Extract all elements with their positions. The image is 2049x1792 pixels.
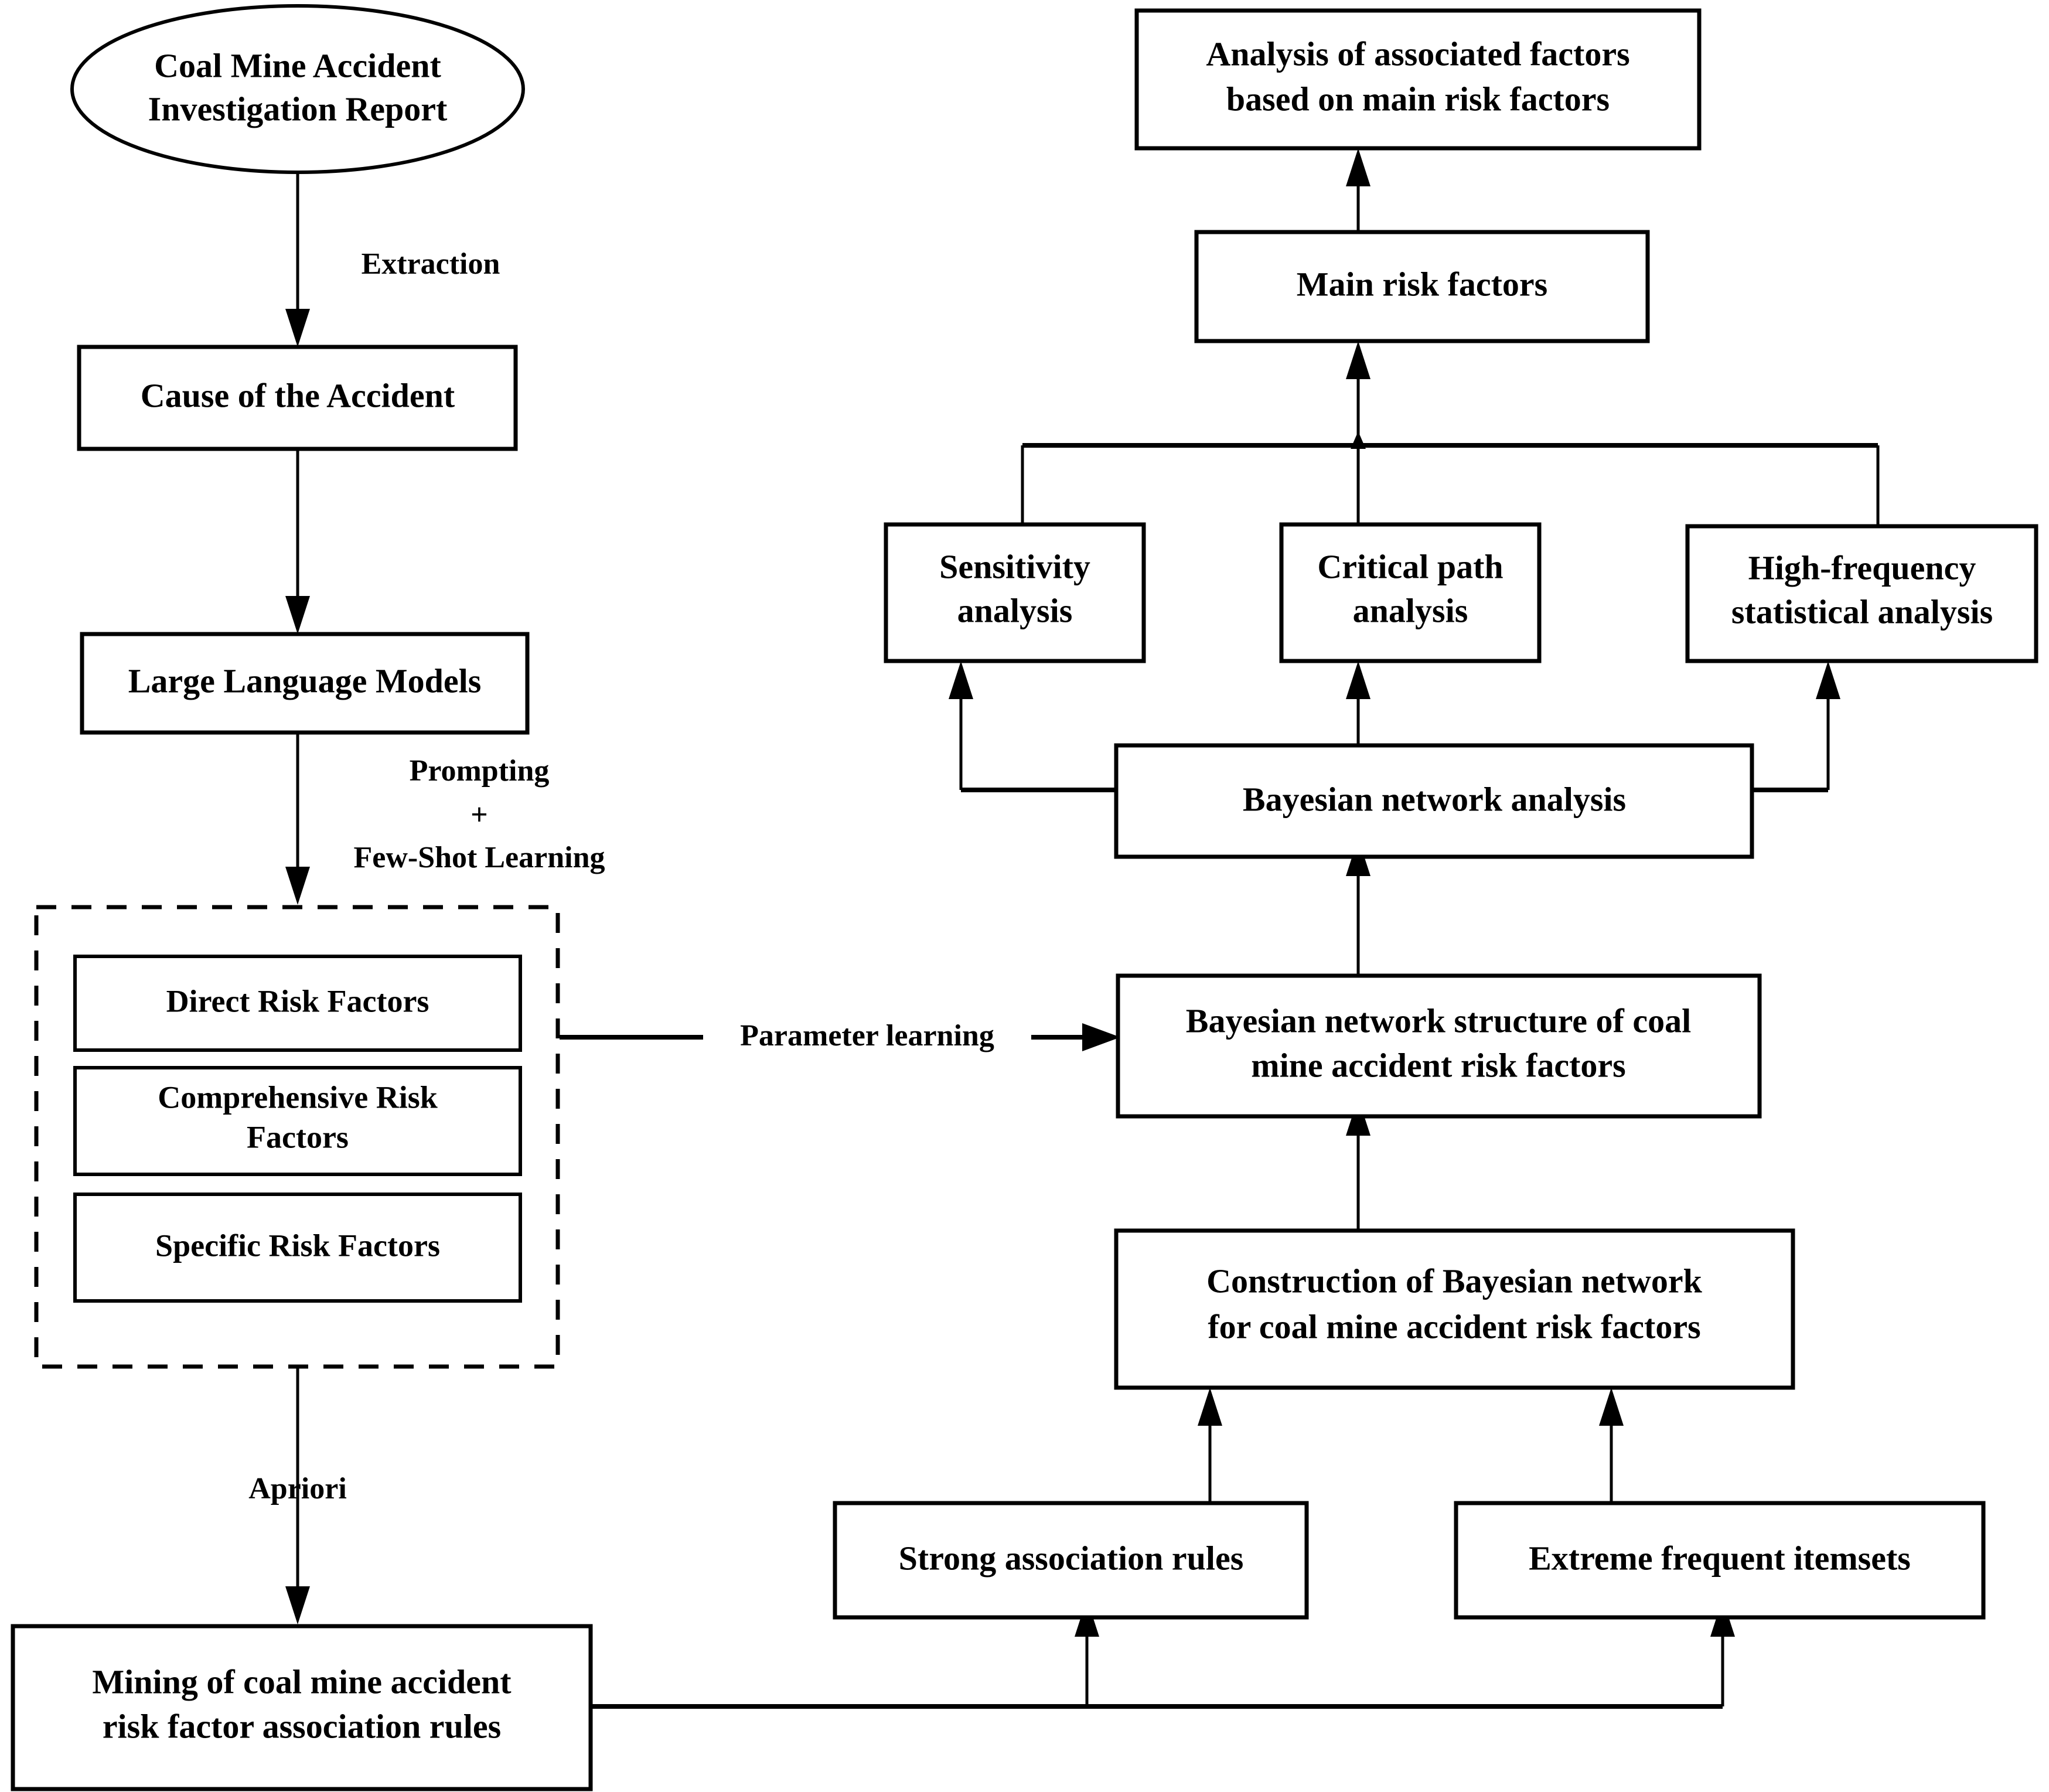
node-label-sensitivity-line1: Sensitivity: [939, 547, 1090, 585]
edge-label-apriori: Apriori: [248, 1472, 347, 1505]
edge-label-prompting: Prompting: [410, 754, 550, 788]
edge-cause-to-llm: [285, 448, 310, 634]
node-label-comprehensive-risk-line2: Factors: [247, 1119, 349, 1154]
edge-label-parameter-learning: Parameter learning: [740, 1019, 994, 1052]
node-cause-of-the-accident[interactable]: Cause of the Accident: [77, 345, 518, 451]
node-label-mining-line2: risk factor association rules: [103, 1707, 501, 1745]
node-high-frequency-statistical-analysis[interactable]: High-frequency statistical analysis: [1685, 524, 2038, 663]
edge-analyses-to-main-risk: [1021, 341, 1880, 526]
node-strong-association-rules[interactable]: Strong association rules: [833, 1501, 1309, 1620]
edge-bn-analysis-to-critical-path: [1346, 661, 1370, 745]
arrow-head-icon: [1082, 1023, 1120, 1051]
arrow-head-icon: [1346, 661, 1370, 699]
arrow-head-icon: [1599, 1388, 1624, 1426]
edge-extreme-itemsets-to-construction: [1599, 1388, 1624, 1503]
node-label-critical-path-line2: analysis: [1353, 591, 1468, 629]
arrow-head-icon: [1816, 661, 1840, 699]
node-label-critical-path-line1: Critical path: [1317, 547, 1503, 585]
node-analysis-associated-factors[interactable]: Analysis of associated factors based on …: [1134, 8, 1702, 151]
node-label-mining-line1: Mining of coal mine accident: [92, 1662, 512, 1701]
arrow-head-icon: [1351, 431, 1366, 449]
node-bayesian-network-analysis[interactable]: Bayesian network analysis: [1114, 743, 1754, 859]
edge-label-plus: +: [471, 798, 488, 832]
node-label-extreme-itemsets: Extreme frequent itemsets: [1529, 1539, 1911, 1577]
group-risk-factors: [34, 905, 560, 1369]
edge-main-risk-to-analysis-associated: [1346, 148, 1370, 232]
node-comprehensive-risk-factors[interactable]: Comprehensive Risk Factors: [73, 1066, 522, 1176]
arrow-head-icon: [285, 596, 310, 634]
node-critical-path-analysis[interactable]: Critical path analysis: [1279, 522, 1542, 663]
node-sensitivity-analysis[interactable]: Sensitivity analysis: [884, 522, 1146, 663]
node-specific-risk-factors[interactable]: Specific Risk Factors: [73, 1193, 522, 1303]
node-bayesian-network-structure[interactable]: Bayesian network structure of coal mine …: [1116, 973, 1762, 1119]
arrow-head-icon: [285, 1586, 310, 1624]
node-label-construction-line2: for coal mine accident risk factors: [1208, 1307, 1700, 1345]
node-label-high-frequency-line2: statistical analysis: [1731, 592, 1993, 631]
node-mining-association-rules[interactable]: Mining of coal mine accident risk factor…: [11, 1624, 593, 1791]
node-label-construction-line1: Construction of Bayesian network: [1206, 1262, 1703, 1300]
node-label-sensitivity-line2: analysis: [957, 591, 1073, 629]
node-label-analysis-associated-line2: based on main risk factors: [1226, 80, 1610, 118]
node-label-bn-analysis: Bayesian network analysis: [1243, 780, 1626, 818]
edge-label-extraction: Extraction: [362, 247, 500, 281]
node-label-specific-risk: Specific Risk Factors: [155, 1228, 440, 1263]
node-label-strong-rules: Strong association rules: [899, 1539, 1244, 1577]
arrow-head-icon: [949, 661, 973, 699]
arrow-head-icon: [1346, 341, 1370, 379]
edge-llm-to-risk-group: [285, 730, 310, 905]
node-extreme-frequent-itemsets[interactable]: Extreme frequent itemsets: [1454, 1501, 1986, 1620]
arrow-head-icon: [285, 867, 310, 905]
node-main-risk-factors[interactable]: Main risk factors: [1194, 230, 1650, 343]
node-label-comprehensive-risk-line1: Comprehensive Risk: [158, 1079, 438, 1115]
node-label-bn-structure-line2: mine accident risk factors: [1251, 1046, 1625, 1084]
node-label-direct-risk: Direct Risk Factors: [166, 983, 429, 1018]
arrow-head-icon: [1346, 148, 1370, 186]
node-construction-bayesian-network[interactable]: Construction of Bayesian network for coa…: [1114, 1228, 1795, 1390]
node-label-high-frequency-line1: High-frequency: [1748, 548, 1976, 587]
edge-label-few-shot-learning: Few-Shot Learning: [354, 841, 605, 874]
arrow-head-icon: [285, 309, 310, 347]
edge-risk-group-to-bn-structure: [560, 1023, 1120, 1051]
node-label-cause: Cause of the Accident: [141, 376, 455, 414]
node-label-llm: Large Language Models: [128, 662, 482, 700]
node-label-report-line2: Investigation Report: [148, 90, 448, 128]
edge-report-to-cause: [285, 171, 310, 347]
edge-risk-group-to-mining: [285, 1367, 310, 1624]
node-label-report-line1: Coal Mine Accident: [154, 46, 441, 84]
node-label-analysis-associated-line1: Analysis of associated factors: [1206, 35, 1629, 73]
edge-bn-analysis-to-sensitivity: [949, 661, 1116, 792]
node-direct-risk-factors[interactable]: Direct Risk Factors: [73, 955, 522, 1052]
node-large-language-models[interactable]: Large Language Models: [80, 632, 530, 735]
node-coal-mine-accident-investigation-report[interactable]: Coal Mine Accident Investigation Report: [70, 4, 525, 174]
node-label-bn-structure-line1: Bayesian network structure of coal: [1186, 1001, 1691, 1040]
edge-strong-rules-to-construction: [1198, 1388, 1222, 1503]
node-label-main-risk: Main risk factors: [1297, 265, 1548, 303]
arrow-head-icon: [1198, 1388, 1222, 1426]
